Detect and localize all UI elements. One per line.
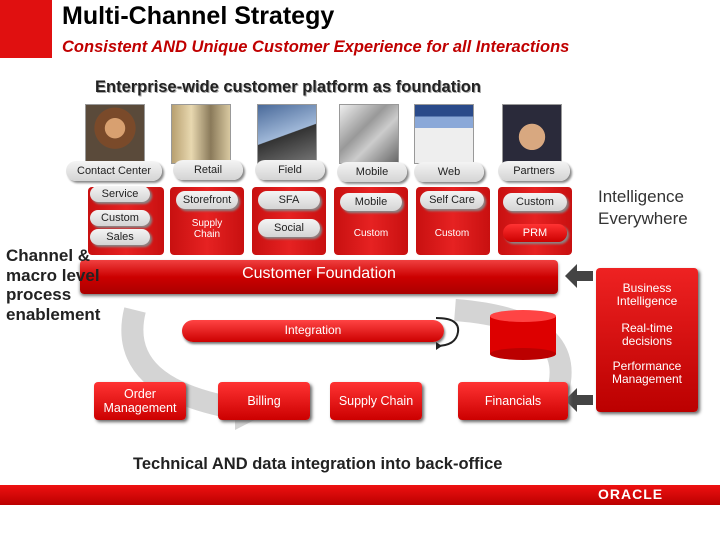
intelligence-everywhere-label: Intelligence Everywhere bbox=[598, 187, 688, 228]
retail-storefront: Storefront bbox=[176, 191, 238, 209]
foundation-heading: Enterprise-wide customer platform as fou… bbox=[95, 78, 481, 96]
page-subtitle: Consistent AND Unique Customer Experienc… bbox=[62, 38, 570, 56]
footer-bar bbox=[0, 485, 720, 505]
mobile-device-photo bbox=[339, 104, 399, 164]
retail-supply-chain: Supply Chain bbox=[191, 218, 223, 240]
performance-management-label: Performance Management bbox=[611, 359, 683, 386]
partners-custom: Custom bbox=[503, 193, 567, 211]
arrow-left-icon bbox=[565, 388, 593, 412]
web-self-care: Self Care bbox=[420, 191, 484, 209]
integration-bar bbox=[182, 320, 444, 342]
laptop-photo bbox=[257, 104, 317, 164]
partners-prm: PRM bbox=[503, 224, 567, 242]
mobile-custom: Custom bbox=[353, 228, 389, 239]
web-custom: Custom bbox=[434, 228, 470, 239]
contact-center-custom: Custom bbox=[90, 210, 150, 226]
supply-chain-box: Supply Chain bbox=[330, 382, 422, 420]
field-social: Social bbox=[258, 219, 320, 237]
customer-foundation-label: Customer Foundation bbox=[242, 265, 396, 282]
customer-foundation-bar bbox=[80, 260, 558, 294]
retail-store-photo bbox=[171, 104, 231, 164]
integration-label: Integration bbox=[284, 323, 342, 337]
contact-center-sales: Sales bbox=[90, 229, 150, 245]
channel-partners: Partners bbox=[498, 161, 570, 181]
back-office-integration-label: Technical AND data integration into back… bbox=[133, 455, 503, 473]
business-intelligence-label: Business Intelligence bbox=[616, 281, 678, 308]
channel-enablement-label: Channel & macro level process enablement bbox=[6, 246, 101, 324]
order-management-box: Order Management bbox=[94, 382, 186, 420]
billing-box: Billing bbox=[218, 382, 310, 420]
database-icon bbox=[490, 310, 556, 360]
agent-headset-photo bbox=[85, 104, 145, 164]
field-sfa: SFA bbox=[258, 191, 320, 209]
real-time-decisions-label: Real-time decisions bbox=[621, 321, 673, 348]
channel-contact-center: Contact Center bbox=[66, 161, 162, 181]
header-red-square bbox=[0, 0, 52, 58]
web-browser-photo bbox=[414, 104, 474, 164]
integration-loop-arrow-icon bbox=[435, 317, 460, 350]
financials-box: Financials bbox=[458, 382, 568, 420]
channel-mobile: Mobile bbox=[337, 162, 407, 182]
page-title: Multi-Channel Strategy bbox=[62, 2, 335, 30]
contact-center-service: Service bbox=[90, 186, 150, 202]
channel-retail: Retail bbox=[173, 160, 243, 180]
arrow-left-icon bbox=[565, 264, 593, 288]
oracle-logo: ORACLE bbox=[598, 486, 664, 502]
channel-field: Field bbox=[255, 160, 325, 180]
intelligence-panel bbox=[596, 268, 698, 412]
channel-web: Web bbox=[414, 162, 484, 182]
handshake-photo bbox=[502, 104, 562, 164]
mobile-mobile: Mobile bbox=[340, 193, 402, 211]
